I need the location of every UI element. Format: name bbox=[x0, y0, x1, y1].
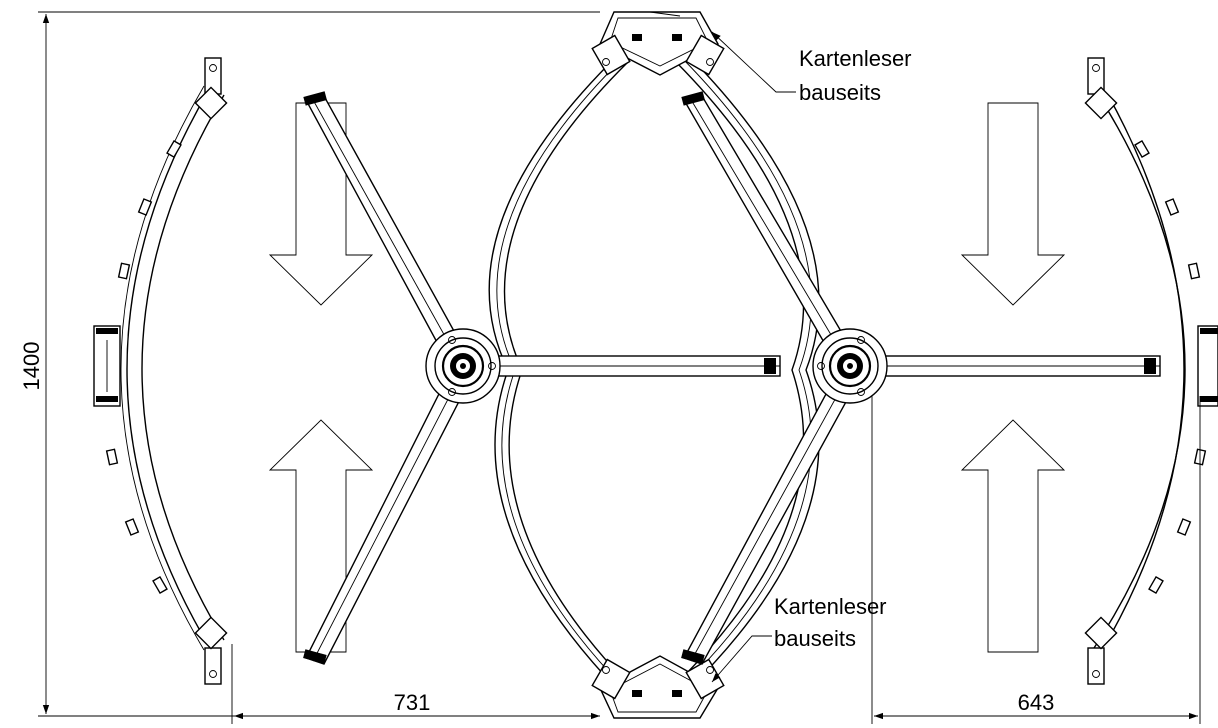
flow-arrow-right-down bbox=[960, 102, 1066, 306]
right-turnstile-rotor bbox=[681, 91, 1161, 665]
flow-arrow-left-down bbox=[268, 102, 374, 306]
dimension-right-width-value: 643 bbox=[1018, 690, 1055, 715]
left-curved-side-panel bbox=[93, 57, 228, 685]
card-reader-top-label-line2: bauseits bbox=[799, 80, 881, 105]
dimension-left-width-value: 731 bbox=[394, 690, 431, 715]
central-gate-frame bbox=[488, 11, 820, 719]
card-reader-bottom-callout: Kartenleser bauseits bbox=[711, 594, 887, 683]
dimension-height-value: 1400 bbox=[19, 342, 44, 391]
card-reader-top-callout: Kartenleser bauseits bbox=[649, 11, 912, 105]
dimension-right-width: 643 bbox=[871, 396, 1201, 724]
flow-arrow-right-up bbox=[960, 419, 1066, 653]
dimension-height: 1400 bbox=[19, 11, 600, 717]
card-reader-bottom-label-line1: Kartenleser bbox=[774, 594, 887, 619]
card-reader-top-label-line1: Kartenleser bbox=[799, 46, 912, 71]
right-curved-side-panel bbox=[1084, 57, 1218, 685]
card-reader-bottom-label-line2: bauseits bbox=[774, 626, 856, 651]
dimension-left-width: 731 bbox=[231, 644, 600, 724]
left-turnstile-rotor bbox=[303, 91, 781, 665]
flow-arrow-left-up bbox=[268, 419, 374, 653]
